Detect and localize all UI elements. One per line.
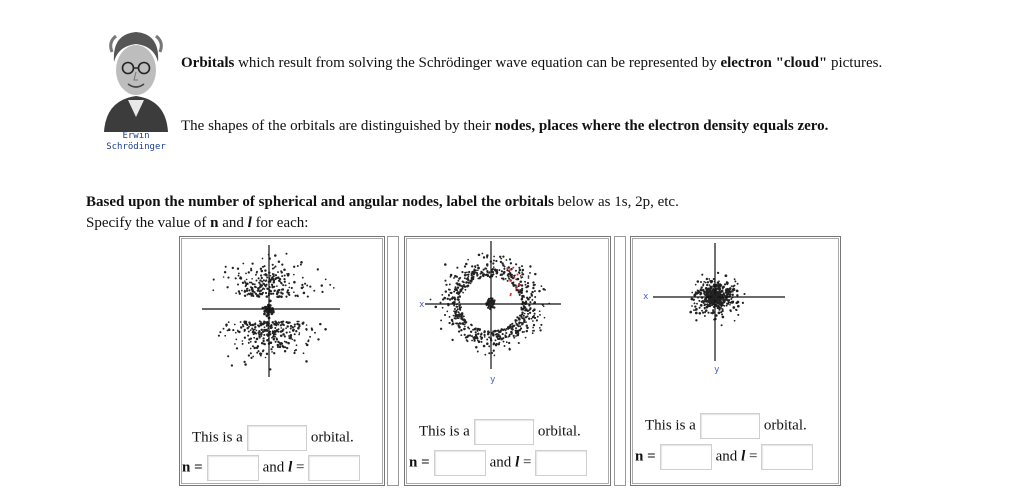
orbital-panel-3: x y This is a orbital. n = and l = [630,236,841,486]
n-label: n = [409,454,430,471]
n-label: n = [635,448,656,465]
electron-cloud-term: electron "cloud" [720,55,828,71]
l-input-1[interactable] [308,455,361,481]
instructions: Based upon the number of spherical and a… [86,192,886,234]
portrait-caption: Erwin Schrödinger [96,131,176,153]
orbital-panel-1: This is a orbital. n = and l = [179,236,385,486]
this-is-a-label: This is a [419,423,470,440]
orbital-name-input-2[interactable] [473,419,534,445]
quantum-numbers-row-2: n = and l = [409,450,591,476]
y-axis-label: y [714,365,720,375]
intro-text-b: pictures. [827,55,883,71]
orbital-suffix: orbital. [537,423,581,440]
l-label: l [288,459,293,476]
instructions-bold: Based upon the number of spherical and a… [86,194,554,210]
x-axis-label: x [419,300,425,310]
x-axis-label: x [643,292,649,302]
n-label: n = [182,459,203,476]
orbital-panel-2: x y This is a orbital. n = and l = [404,236,611,486]
orbital-label-row-2: This is a orbital. [419,419,581,445]
l-input-2[interactable] [535,450,588,476]
panel-separator-1 [387,236,399,486]
nodes-definition: nodes, places where the electron density… [494,118,829,134]
specify-text: Specify the value of [86,215,211,231]
orbital-suffix: orbital. [763,417,807,434]
and-label: and [489,454,516,471]
l-label: l [741,448,746,465]
eq-label: = [519,454,532,471]
schrodinger-portrait [98,22,174,132]
panel-separator-2 [614,236,626,486]
caption-line1: Erwin [122,131,150,141]
y-axis-label: y [490,375,496,385]
n-symbol: n [210,215,219,231]
and-label: and [262,459,289,476]
caption-line2: Schrödinger [106,142,166,152]
this-is-a-label: This is a [192,429,243,446]
orbital-label-row-1: This is a orbital. [192,425,354,451]
orbital-plot-1 [202,245,340,377]
orbital-label-row-3: This is a orbital. [645,413,807,439]
orbital-name-input-1[interactable] [246,425,307,451]
intro-paragraph-1: Orbitals which result from solving the S… [181,53,951,74]
intro-text-a: which result from solving the Schrödinge… [234,55,721,71]
orbital-plot-2 [425,241,561,369]
and-label: and [715,448,742,465]
eq-label: = [745,448,758,465]
n-input-1[interactable] [206,455,259,481]
orbitals-term: Orbitals [181,55,235,71]
orbital-suffix: orbital. [310,429,354,446]
n-input-2[interactable] [433,450,486,476]
n-input-3[interactable] [659,444,712,470]
orbital-name-input-3[interactable] [699,413,760,439]
for-each-text: for each: [251,215,309,231]
quantum-numbers-row-3: n = and l = [635,444,817,470]
this-is-a-label: This is a [645,417,696,434]
and-text: and [218,215,248,231]
l-input-3[interactable] [761,444,814,470]
eq-label: = [292,459,305,476]
quantum-numbers-row-1: n = and l = [182,455,364,481]
intro-paragraph-2: The shapes of the orbitals are distingui… [181,116,961,137]
nodes-text: The shapes of the orbitals are distingui… [181,118,495,134]
instructions-line2: Specify the value of n and l for each: [86,213,886,234]
instructions-text: below as 1s, 2p, etc. [553,194,679,210]
orbital-plot-3 [653,243,785,361]
l-label: l [515,454,520,471]
l-symbol: l [247,215,252,231]
